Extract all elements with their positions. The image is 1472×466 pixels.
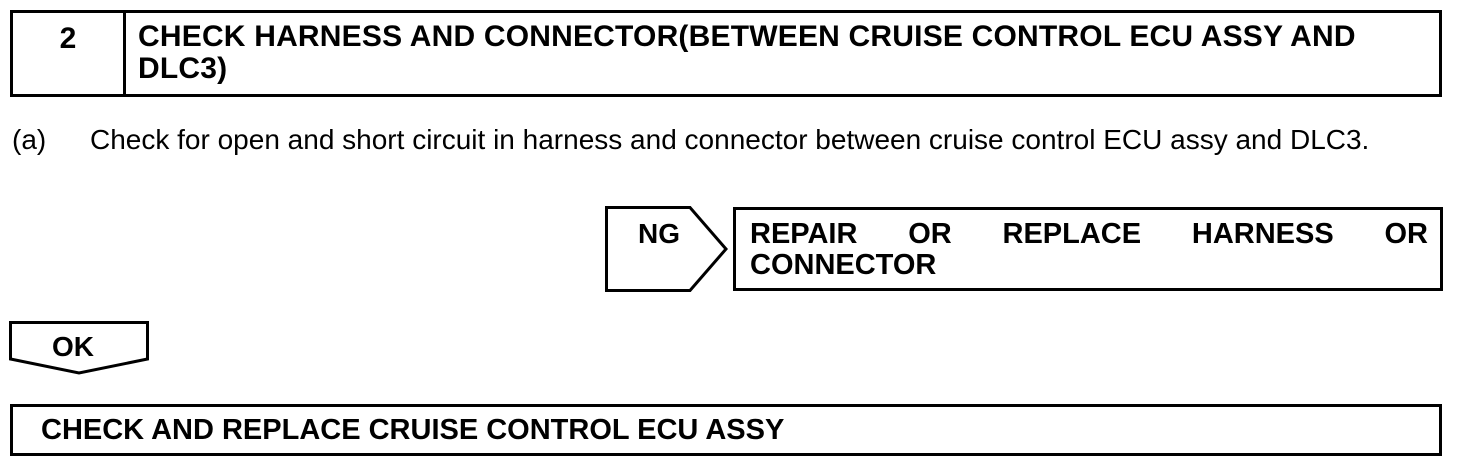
instruction-tag: (a)	[12, 124, 47, 155]
instruction-line: (a) Check for open and short circuit in h…	[12, 124, 1369, 156]
ng-result-line2: CONNECTOR	[750, 249, 937, 281]
ok-arrow-icon	[9, 321, 149, 375]
ng-result-word: REPAIR	[750, 218, 858, 250]
ng-result-line1: REPAIR OR REPLACE HARNESS OR	[750, 219, 1428, 250]
final-action-text: CHECK AND REPLACE CRUISE CONTROL ECU ASS…	[41, 414, 785, 446]
ng-result-word: HARNESS	[1191, 218, 1334, 250]
ng-arrow-icon	[605, 206, 728, 292]
ng-result-word: OR	[908, 218, 952, 250]
instruction-text: Check for open and short circuit in harn…	[90, 124, 1370, 155]
step-title: CHECK HARNESS AND CONNECTOR(BETWEEN CRUI…	[138, 20, 1356, 85]
step-number: 2	[13, 13, 126, 94]
ng-label: NG	[638, 218, 680, 249]
ng-result-word: REPLACE	[1002, 218, 1142, 250]
step-header: 2 CHECK HARNESS AND CONNECTOR(BETWEEN CR…	[10, 10, 1442, 97]
ng-result-box: REPAIR OR REPLACE HARNESS OR CONNECTOR	[733, 207, 1443, 291]
ng-result-word: OR	[1384, 218, 1429, 250]
ok-label: OK	[52, 331, 94, 362]
final-action-box: CHECK AND REPLACE CRUISE CONTROL ECU ASS…	[10, 404, 1442, 456]
